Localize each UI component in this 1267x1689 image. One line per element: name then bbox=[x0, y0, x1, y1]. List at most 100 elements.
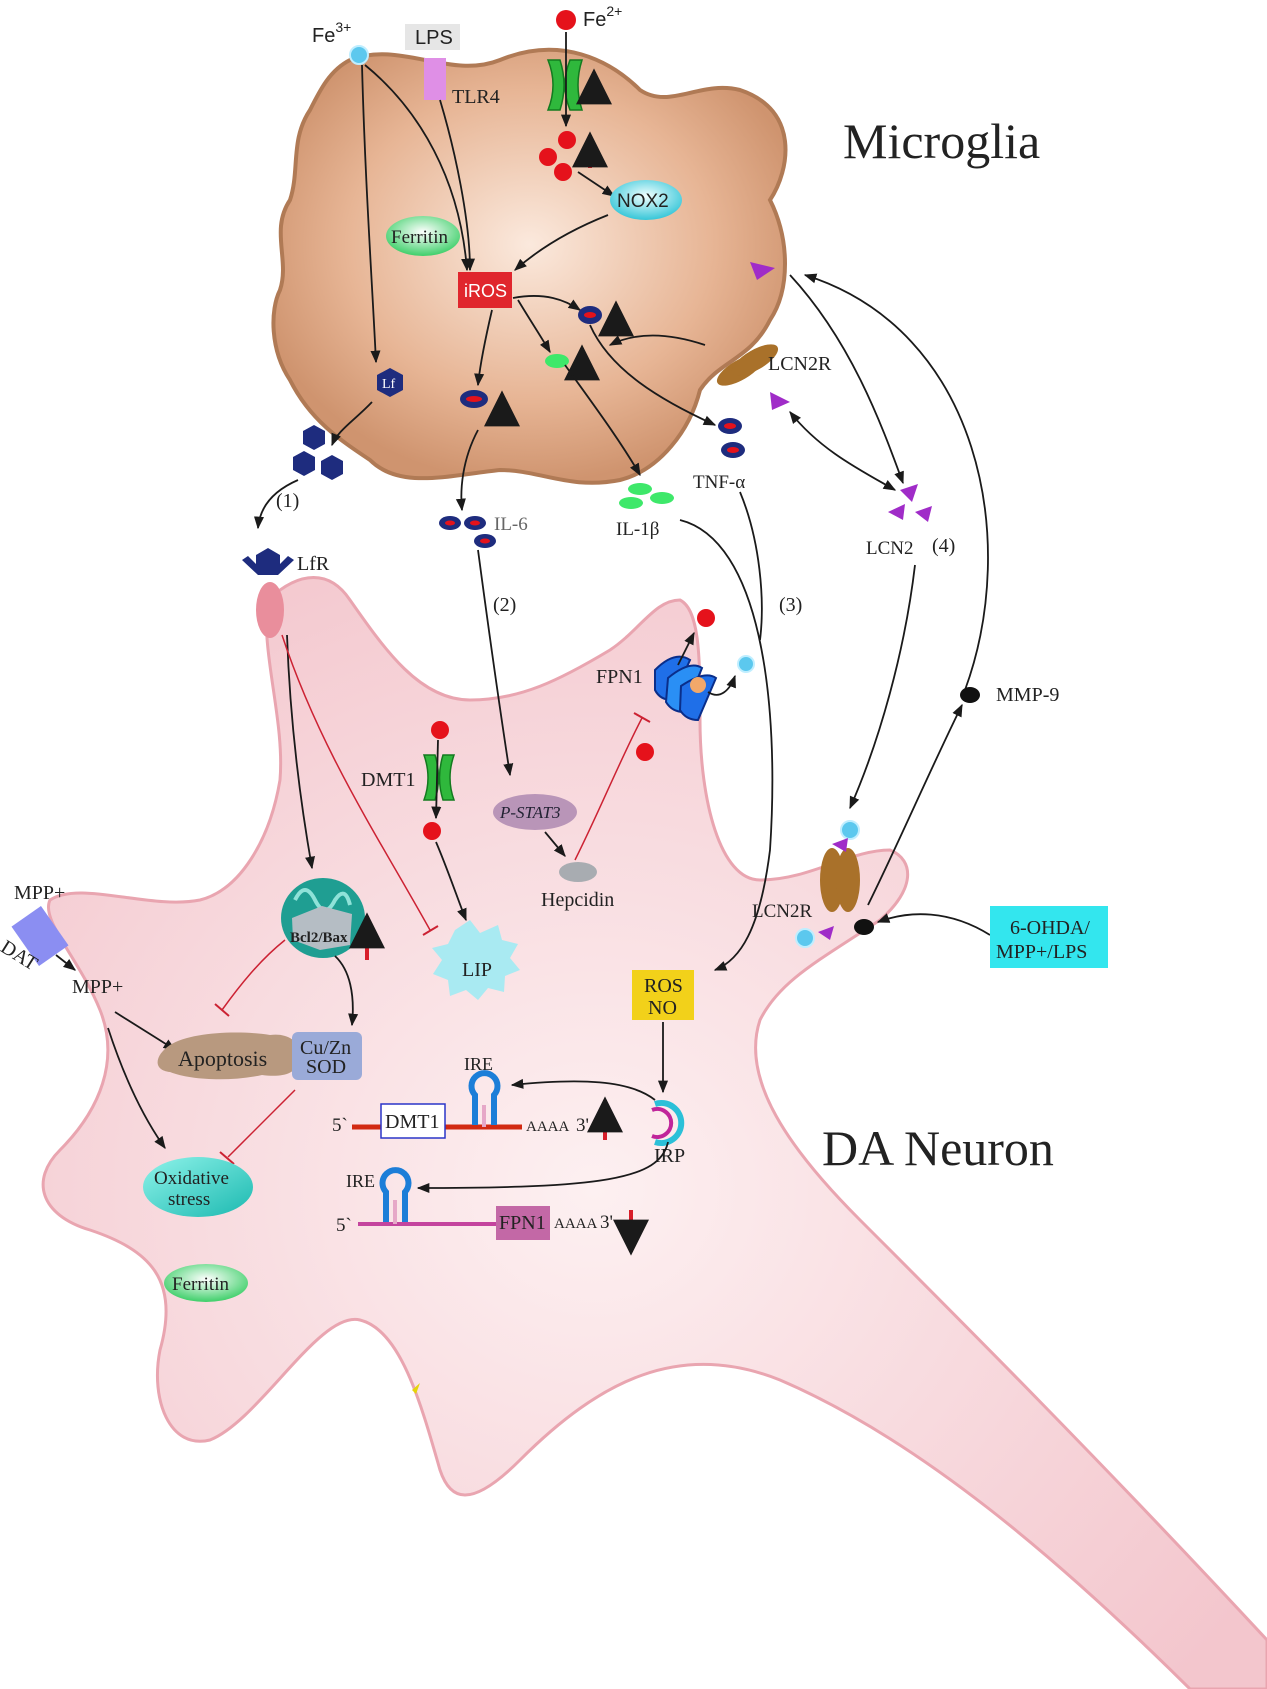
arrow-iros-tnf bbox=[512, 295, 582, 311]
stimulus-box bbox=[990, 906, 1108, 968]
ferritin-microglia-label: Ferritin bbox=[391, 227, 448, 248]
cuzn-sod-node bbox=[292, 1032, 362, 1080]
five-prime-2: 5` bbox=[336, 1215, 352, 1236]
iros-box bbox=[458, 272, 512, 308]
ire-stemloop-1 bbox=[468, 1070, 501, 1127]
fe3-lcn2-top bbox=[840, 820, 860, 840]
iron-export-fe3 bbox=[737, 655, 755, 673]
fe3-ion bbox=[349, 45, 369, 65]
dmt1-neuron-label: DMT1 bbox=[361, 769, 415, 791]
lcn2-triangle-neuron-bottom bbox=[818, 926, 834, 940]
lf-label-inside: Lf bbox=[382, 377, 396, 392]
arrow-mpp-oxidative bbox=[107, 1027, 166, 1150]
microglia-cell-body bbox=[271, 47, 788, 485]
ferritin-microglia bbox=[386, 216, 460, 256]
arrow-stimulus-mmp9 bbox=[876, 913, 991, 936]
arrow-lf-lfr bbox=[253, 479, 299, 530]
inhibit-sod-oxidative bbox=[227, 1089, 296, 1158]
cuzn-sod-line2: SOD bbox=[306, 1056, 346, 1078]
mmp9-label: MMP-9 bbox=[996, 684, 1059, 706]
arrow-il6-out bbox=[455, 429, 479, 512]
small-yellow-mark bbox=[412, 1383, 420, 1394]
iron-cluster bbox=[539, 131, 576, 181]
fpn1-label: FPN1 bbox=[596, 666, 643, 688]
inhibit-mito-apoptosis bbox=[221, 939, 286, 1011]
bcl2bax-label: Bcl2/Bax bbox=[290, 930, 348, 946]
lps-label: LPS bbox=[415, 27, 453, 49]
lcn2-triangle-neuron-top bbox=[832, 838, 848, 852]
iros-label: iROS bbox=[464, 281, 507, 301]
oxidative-line2: stress bbox=[168, 1189, 210, 1210]
oxidative-stress-node bbox=[143, 1157, 253, 1217]
mpp-outside-label: MPP+ bbox=[14, 882, 65, 904]
stimulus-line1: 6-OHDA/ bbox=[1010, 917, 1090, 939]
arrow-lcn2-neuron bbox=[849, 564, 916, 810]
dat-transporter bbox=[11, 906, 69, 966]
arrow-lcn2r-tnf bbox=[608, 334, 706, 346]
iron-export-fe2 bbox=[697, 609, 715, 627]
irp-label: IRP bbox=[654, 1145, 685, 1167]
three-prime-1: 3' bbox=[576, 1115, 589, 1136]
lps-label-box bbox=[405, 24, 460, 50]
arrow-fpn1-export bbox=[677, 631, 695, 666]
neuron-cell-body bbox=[41, 576, 1267, 1689]
arrow-pstat3-hepcidin bbox=[544, 831, 566, 857]
hepcidin-label: Hepcidin bbox=[541, 889, 614, 911]
microglia-title: Microglia bbox=[843, 113, 1040, 169]
ferritin-neuron bbox=[164, 1264, 248, 1302]
arrow-il1b-ros bbox=[679, 519, 774, 971]
arrow-nox2-iros bbox=[514, 214, 609, 271]
five-prime-1: 5` bbox=[332, 1115, 348, 1136]
arrow-iros-il6 bbox=[474, 309, 493, 387]
ire-label-1: IRE bbox=[464, 1054, 493, 1074]
mitochondrion bbox=[281, 878, 365, 958]
oxidative-line1: Oxidative bbox=[154, 1168, 229, 1189]
arrow-irp-ire1 bbox=[510, 1078, 656, 1101]
ire-stemloop-2 bbox=[379, 1167, 412, 1224]
fe3-label: Fe3+ bbox=[312, 19, 351, 47]
pstat3-label: P-STAT3 bbox=[499, 803, 560, 822]
arrow-tnf-ros bbox=[739, 491, 763, 641]
arrow-il1b-out bbox=[564, 364, 641, 477]
arrow-fe3-lf bbox=[361, 64, 381, 364]
dmt1-mrna-label: DMT1 bbox=[385, 1111, 439, 1133]
arrow-il6-pstat3 bbox=[477, 549, 514, 777]
apoptosis-label: Apoptosis bbox=[178, 1046, 267, 1071]
pathway-1-label: (1) bbox=[276, 490, 299, 512]
hepcidin-node bbox=[559, 862, 597, 882]
polya-2: AAAA bbox=[554, 1216, 597, 1232]
inhibit-bar-lip bbox=[422, 925, 439, 936]
no-label: NO bbox=[648, 997, 677, 1019]
lcn2-label: LCN2 bbox=[866, 538, 914, 559]
arrow-tnf-out bbox=[589, 324, 717, 426]
lf-hexagon-inside bbox=[377, 368, 403, 397]
arrow-fe3-iros bbox=[364, 64, 472, 272]
polya-1: AAAA bbox=[526, 1119, 569, 1135]
tnf-glyph-inside bbox=[578, 306, 602, 324]
arrow-irp-ire2 bbox=[416, 1141, 669, 1194]
mmp9-node bbox=[960, 687, 980, 703]
lcn2-triangle-2 bbox=[770, 392, 790, 410]
arrow-neuron-mmp9 bbox=[867, 703, 963, 906]
pathway-3-label: (3) bbox=[779, 594, 802, 616]
tlr4-receptor bbox=[424, 58, 446, 100]
fpn1-transporter bbox=[654, 655, 718, 722]
il6-glyph-outside bbox=[439, 516, 496, 548]
il6-glyph-inside bbox=[460, 390, 488, 408]
arrow-lfr-mito bbox=[286, 634, 315, 870]
lip-label: LIP bbox=[462, 959, 492, 981]
neuron-title: DA Neuron bbox=[822, 1120, 1054, 1176]
tlr4-label: TLR4 bbox=[452, 86, 500, 108]
inhibit-bar-oxidative bbox=[219, 1151, 235, 1165]
lcn2r-receptor-microglia bbox=[716, 344, 779, 386]
arrow-iron-lip bbox=[435, 841, 467, 922]
iron-dmt1-outside bbox=[431, 721, 449, 739]
iron-fpn1-inside bbox=[636, 743, 654, 761]
apoptosis-node bbox=[157, 1032, 299, 1080]
inhibit-bar-apoptosis bbox=[214, 1003, 230, 1017]
dmt1-channel-neuron bbox=[422, 754, 456, 801]
lcn2-triangle-1 bbox=[750, 262, 775, 280]
arrow-fpn1-export-fe3 bbox=[707, 674, 736, 696]
arrow-mito-sod bbox=[334, 955, 359, 1027]
